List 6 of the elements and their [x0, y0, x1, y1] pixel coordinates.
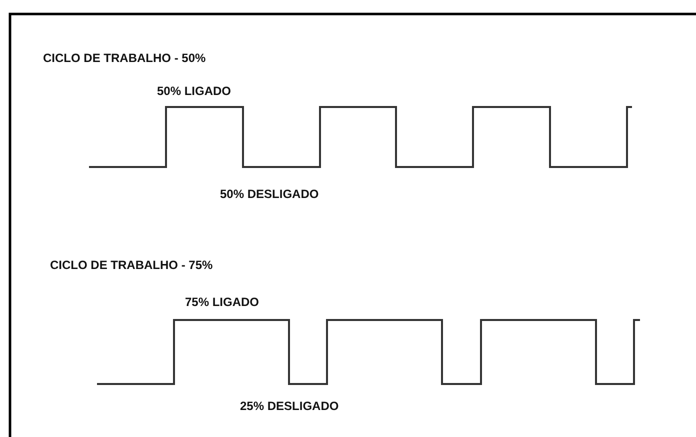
chart-heading: CICLO DE TRABALHO - 75%: [50, 258, 213, 272]
on-time-label: 50% LIGADO: [157, 84, 232, 98]
off-time-label: 25% DESLIGADO: [240, 399, 339, 413]
on-time-label: 75% LIGADO: [185, 295, 260, 309]
chart-heading: CICLO DE TRABALHO - 50%: [43, 51, 206, 65]
off-time-label: 50% DESLIGADO: [220, 187, 319, 201]
